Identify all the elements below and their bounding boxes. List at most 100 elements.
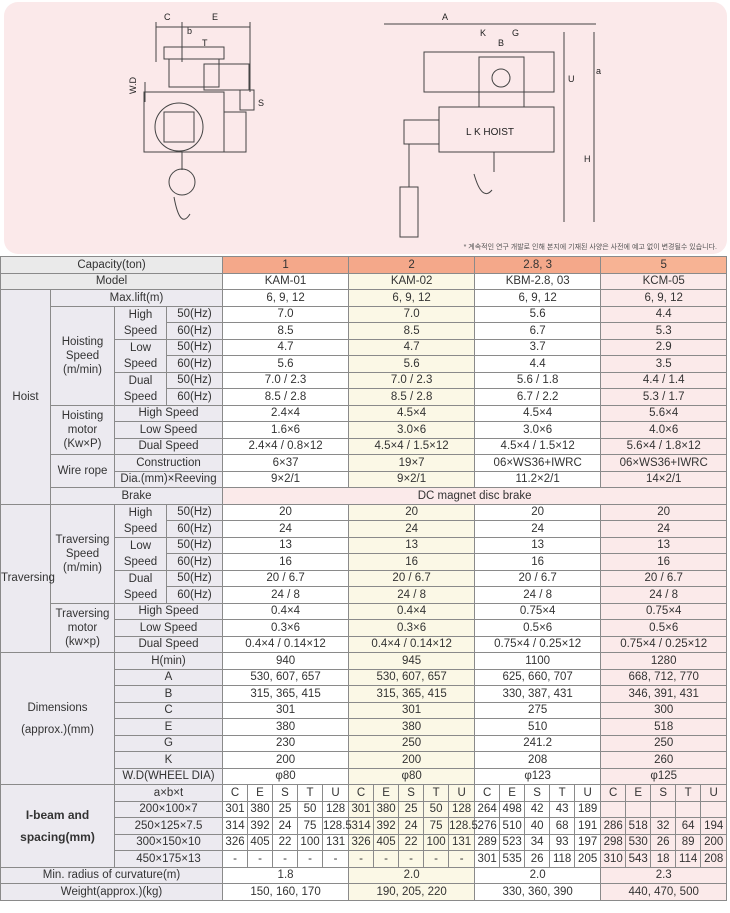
- hoist-high-50-3: 5.6: [474, 305, 602, 323]
- dim-value: φ125: [600, 767, 728, 785]
- capacity-row: Capacity(ton) 1 2 2.8, 3 5: [0, 256, 728, 274]
- dim-label: A: [113, 668, 224, 686]
- ibeam-cell: 301: [474, 850, 501, 868]
- dim-row-wd: W.D(WHEEL DIA) φ80 φ80 φ123 φ125: [1, 767, 728, 785]
- hoist-motor-dual-3: 4.5×4 / 1.5×12: [474, 437, 602, 455]
- trav-low-60-2: 16: [348, 553, 476, 571]
- dim-label-s: S: [258, 98, 264, 108]
- dim-value: 275: [474, 701, 602, 719]
- trav-motor-high-row: Traversing motor (kw×p) High Speed 0.4×4…: [1, 602, 728, 653]
- ibeam-cell: 25: [272, 800, 299, 818]
- trav-high-60-2: 24: [348, 520, 476, 538]
- ibeam-cell: 42: [524, 800, 551, 818]
- ibeam-cell: 301: [348, 800, 375, 818]
- hoist-high-60-3: 6.7: [474, 322, 602, 340]
- weight-1: 150, 160, 170: [222, 883, 350, 901]
- radius-2: 2.0: [348, 866, 476, 884]
- hoist-motor-dual-4: 5.6×4 / 1.8×12: [600, 437, 728, 455]
- ibeam-cell: 326: [222, 833, 249, 851]
- max-lift-4: 6, 9, 12: [600, 289, 728, 307]
- ibeam-cell: 191: [574, 817, 602, 835]
- dim-value: 315, 365, 415: [222, 685, 350, 703]
- reeving-2: 9×2/1: [348, 470, 476, 488]
- dimensions-label-1: Dimensions: [27, 701, 88, 714]
- radius-1: 1.8: [222, 866, 350, 884]
- hz50-label: 50(Hz): [165, 305, 224, 323]
- traversing-speed-label-2: Speed: [65, 547, 100, 560]
- hoist-dual-50-3: 5.6 / 1.8: [474, 371, 602, 389]
- hoist-motor-high-1: 2.4×4: [222, 404, 350, 422]
- hoist-dual-60-2: 8.5 / 2.8: [348, 388, 476, 406]
- dim-value: 530, 607, 657: [222, 668, 350, 686]
- reeving-label: Dia.(mm)×Reeving: [113, 470, 224, 488]
- hoist-high-50-row: Hoisting Speed (m/min) High Speed 50(Hz)…: [1, 305, 728, 406]
- hoisting-speed-label-2: Speed: [65, 349, 100, 362]
- hoist-low-50-1: 4.7: [222, 338, 350, 356]
- ibeam-cell: 75: [423, 817, 450, 835]
- max-lift-3: 6, 9, 12: [474, 289, 602, 307]
- dim-value: 330, 387, 431: [474, 685, 602, 703]
- dim-value: 346, 391, 431: [600, 685, 728, 703]
- dim-value: φ123: [474, 767, 602, 785]
- hoist-dual-60-row: 60(Hz) 8.5 / 2.8 8.5 / 2.8 6.7 / 2.2 5.3…: [1, 388, 728, 406]
- construction-2: 19×7: [348, 454, 476, 472]
- traversing-group-label: Traversing: [0, 503, 55, 653]
- trav-high-50-1: 20: [222, 503, 350, 521]
- hoist-motor-dual-label: Dual Speed: [113, 437, 224, 455]
- hoist-dual-50-2: 7.0 / 2.3: [348, 371, 476, 389]
- hoist-dual-60-1: 8.5 / 2.8: [222, 388, 350, 406]
- ibeam-cell: 194: [700, 817, 728, 835]
- ibeam-cell: 535: [499, 850, 526, 868]
- hoist-low-speed-label: Low Speed: [114, 338, 167, 373]
- ibeam-cell: 75: [297, 817, 324, 835]
- hoist-dual-speed-label: Dual Speed: [114, 371, 167, 406]
- hoist-motor-low-label: Low Speed: [113, 421, 224, 439]
- brake-row: Brake DC magnet disc brake: [1, 487, 728, 505]
- dim-value: 200: [222, 751, 350, 769]
- traversing-speed-label-3: (m/min): [63, 561, 102, 574]
- hoist-motor-dual-1: 2.4×4 / 0.8×12: [222, 437, 350, 455]
- max-lift-1: 6, 9, 12: [222, 289, 350, 307]
- trav-low-50-2: 13: [348, 536, 476, 554]
- capacity-label: Capacity(ton): [0, 256, 224, 274]
- dim-value: 940: [222, 652, 350, 670]
- ibeam-col-e: E: [373, 784, 400, 802]
- hoist-motor-high-row: Hoisting motor (Kw×P) High Speed 2.4×4 4…: [1, 404, 728, 455]
- dim-value: 250: [348, 734, 476, 752]
- max-lift-label: Max.lift(m): [49, 289, 224, 307]
- trav-low-60-4: 16: [600, 553, 728, 571]
- trav-high-50-3: 20: [474, 503, 602, 521]
- ibeam-cell: 276: [474, 817, 501, 835]
- ibeam-col-t: T: [675, 784, 702, 802]
- trav-high-50-2: 20: [348, 503, 476, 521]
- traversing-motor-label-2: motor: [67, 621, 98, 634]
- hoisting-motor-label: Hoisting motor (Kw×P): [50, 404, 115, 455]
- ibeam-cell: 128: [322, 800, 350, 818]
- trav-dual-50-row: Dual Speed 50(Hz) 20 / 6.7 20 / 6.7 20 /…: [1, 569, 728, 604]
- trav-low-50-3: 13: [474, 536, 602, 554]
- ibeam-cell: -: [398, 850, 425, 868]
- dim-label-b: b: [187, 26, 192, 36]
- trav-high-60-4: 24: [600, 520, 728, 538]
- ibeam-cell: 50: [297, 800, 324, 818]
- hz50-label: 50(Hz): [165, 569, 224, 587]
- dim-label-c: C: [164, 12, 171, 22]
- trav-motor-high-3: 0.75×4: [474, 602, 602, 620]
- ibeam-col-t: T: [297, 784, 324, 802]
- ibeam-cell: 200: [700, 833, 728, 851]
- dim-value: 668, 712, 770: [600, 668, 728, 686]
- ibeam-size-label: 300×150×10: [113, 833, 224, 851]
- hz60-label: 60(Hz): [165, 388, 224, 406]
- ibeam-cell: -: [348, 850, 375, 868]
- trav-motor-low-1: 0.3×6: [222, 619, 350, 637]
- ibeam-cell: 189: [574, 800, 602, 818]
- dim-label: G: [113, 734, 224, 752]
- traversing-speed-label: Traversing Speed (m/min): [50, 503, 115, 604]
- hoist-side-view-drawing: C E b T W.D S A K G B U a: [128, 12, 601, 238]
- hoist-low-60-3: 4.4: [474, 355, 602, 373]
- trav-low-50-4: 13: [600, 536, 728, 554]
- hoist-motor-low-3: 3.0×6: [474, 421, 602, 439]
